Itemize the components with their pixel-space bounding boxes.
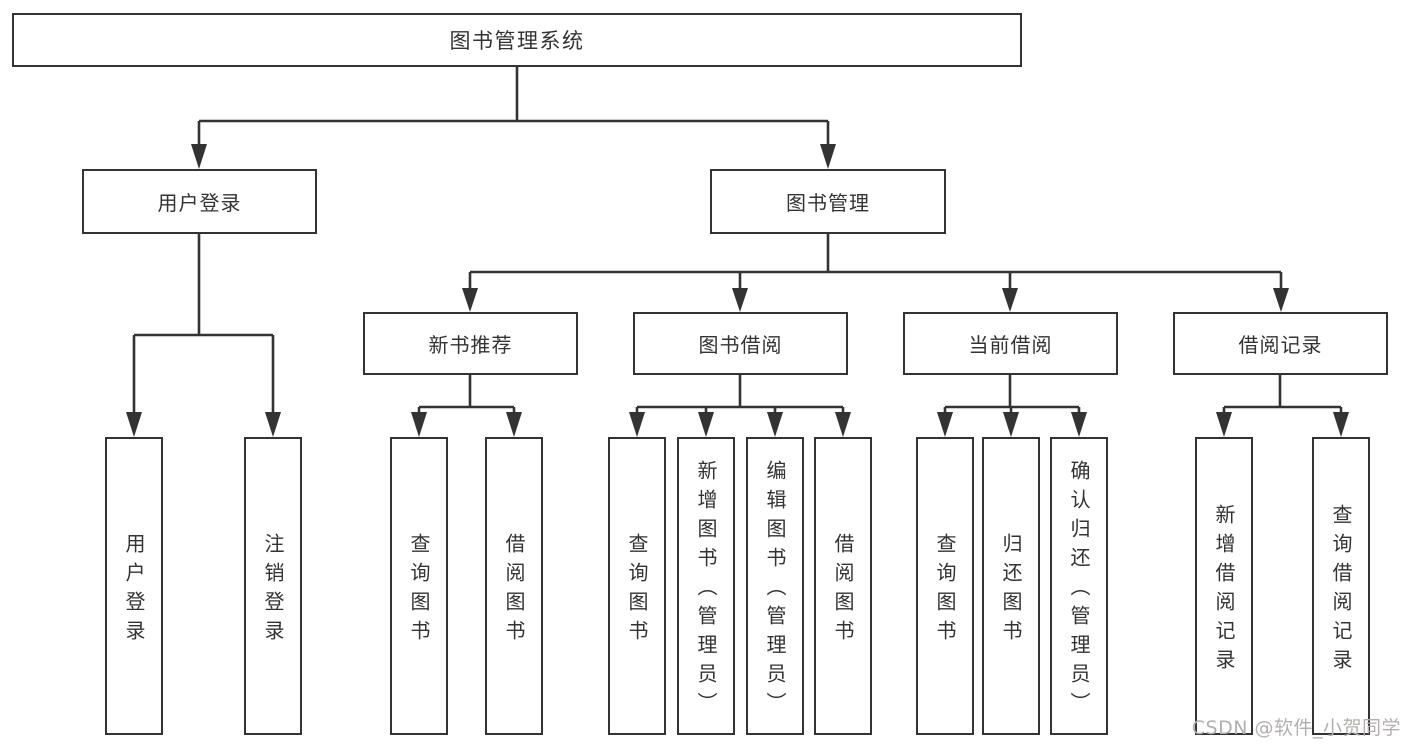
leaf-confirm-return-admin-label: 确认归还（管理员） xyxy=(1067,460,1091,721)
leaf-return-book-label: 归还图书 xyxy=(999,532,1023,649)
leaf-add-borrow-record-label: 新增借阅记录 xyxy=(1212,503,1236,678)
node-root-label: 图书管理系统 xyxy=(449,29,585,53)
leaf-query-book-recommend: 查询图书 xyxy=(390,437,448,735)
node-book-borrow: 图书借阅 xyxy=(633,312,848,375)
leaf-confirm-return-admin: 确认归还（管理员） xyxy=(1050,437,1108,735)
leaf-user-login-label: 用户登录 xyxy=(122,532,146,649)
node-user-login: 用户登录 xyxy=(82,169,317,234)
leaf-borrow-book-recommend-label: 借阅图书 xyxy=(502,532,526,649)
leaf-add-book-admin-label: 新增图书（管理员） xyxy=(694,460,718,721)
leaf-borrow-book: 借阅图书 xyxy=(814,437,872,735)
leaf-user-login: 用户登录 xyxy=(105,437,163,735)
leaf-query-book-current: 查询图书 xyxy=(916,437,974,735)
node-new-book-recommend: 新书推荐 xyxy=(363,312,578,375)
arrowheads xyxy=(126,144,1349,437)
leaf-query-book-borrow-label: 查询图书 xyxy=(625,532,649,649)
node-current-borrow-label: 当前借阅 xyxy=(968,333,1053,357)
leaf-edit-book-admin-label: 编辑图书（管理员） xyxy=(763,460,787,721)
node-book-management: 图书管理 xyxy=(710,169,946,234)
node-new-book-recommend-label: 新书推荐 xyxy=(428,333,513,357)
leaf-return-book: 归还图书 xyxy=(982,437,1040,735)
leaf-edit-book-admin: 编辑图书（管理员） xyxy=(746,437,804,735)
csdn-watermark: CSDN @软件_小贺同学 xyxy=(1191,717,1401,739)
leaf-borrow-book-recommend: 借阅图书 xyxy=(485,437,543,735)
leaf-query-borrow-record: 查询借阅记录 xyxy=(1312,437,1370,735)
leaf-add-borrow-record: 新增借阅记录 xyxy=(1195,437,1253,735)
leaf-query-book-recommend-label: 查询图书 xyxy=(407,532,431,649)
node-book-management-label: 图书管理 xyxy=(786,191,870,215)
leaf-query-book-current-label: 查询图书 xyxy=(933,532,957,649)
leaf-query-book-borrow: 查询图书 xyxy=(608,437,666,735)
node-current-borrow: 当前借阅 xyxy=(903,312,1118,375)
node-user-login-label: 用户登录 xyxy=(157,191,242,215)
leaf-borrow-book-label: 借阅图书 xyxy=(831,532,855,649)
node-borrow-records: 借阅记录 xyxy=(1173,312,1388,375)
node-borrow-records-label: 借阅记录 xyxy=(1238,333,1323,357)
leaf-logout: 注销登录 xyxy=(244,437,302,735)
leaf-logout-label: 注销登录 xyxy=(261,532,285,649)
leaf-add-book-admin: 新增图书（管理员） xyxy=(677,437,735,735)
leaf-query-borrow-record-label: 查询借阅记录 xyxy=(1329,503,1353,678)
node-root-system: 图书管理系统 xyxy=(12,13,1022,67)
node-book-borrow-label: 图书借阅 xyxy=(698,333,783,357)
